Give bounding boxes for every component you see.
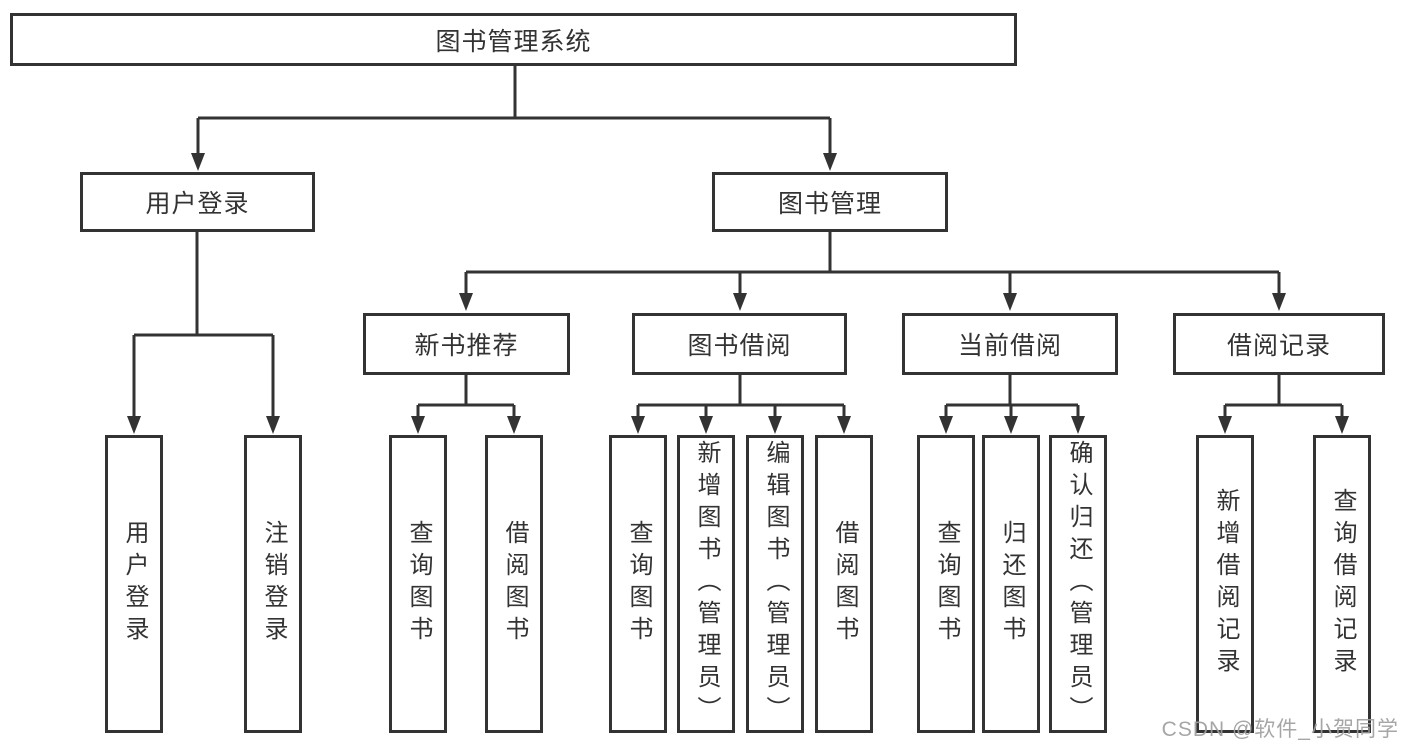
leaf-user-login-label: 用户登录: [121, 520, 148, 648]
leaf-add-books-admin: 新增图书（管理员）: [677, 435, 735, 733]
node-book-management: 图书管理: [712, 172, 948, 232]
leaf-query-books-3: 查询图书: [917, 435, 975, 733]
leaf-return-books-label: 归还图书: [998, 520, 1025, 648]
leaf-borrow-books-1-label: 借阅图书: [501, 520, 528, 648]
leaf-logout: 注销登录: [244, 435, 302, 733]
leaf-query-books-2: 查询图书: [609, 435, 667, 733]
leaf-query-borrow-record-label: 查询借阅记录: [1329, 488, 1356, 680]
leaf-borrow-books-1: 借阅图书: [485, 435, 543, 733]
leaf-add-borrow-record: 新增借阅记录: [1196, 435, 1254, 733]
leaf-logout-label: 注销登录: [260, 520, 287, 648]
node-current-borrowing: 当前借阅: [902, 313, 1118, 375]
leaf-edit-books-admin-label: 编辑图书（管理员）: [762, 440, 789, 728]
leaf-borrow-books-2: 借阅图书: [815, 435, 873, 733]
leaf-add-books-admin-label: 新增图书（管理员）: [693, 440, 720, 728]
node-new-book-recommend: 新书推荐: [363, 313, 570, 375]
leaf-return-books: 归还图书: [982, 435, 1040, 733]
leaf-query-borrow-record: 查询借阅记录: [1313, 435, 1371, 733]
leaf-query-books-2-label: 查询图书: [625, 520, 652, 648]
leaf-borrow-books-2-label: 借阅图书: [831, 520, 858, 648]
node-book-management-system: 图书管理系统: [10, 13, 1017, 66]
leaf-confirm-return-admin-label: 确认归还（管理员）: [1065, 440, 1092, 728]
leaf-edit-books-admin: 编辑图书（管理员）: [746, 435, 804, 733]
node-borrowing-records: 借阅记录: [1173, 313, 1385, 375]
leaf-add-borrow-record-label: 新增借阅记录: [1212, 488, 1239, 680]
node-user-login: 用户登录: [80, 172, 315, 232]
leaf-user-login: 用户登录: [105, 435, 163, 733]
node-book-borrowing: 图书借阅: [632, 313, 847, 375]
leaf-query-books-3-label: 查询图书: [933, 520, 960, 648]
arrowheads: [127, 153, 1349, 434]
leaf-confirm-return-admin: 确认归还（管理员）: [1049, 435, 1107, 733]
leaf-query-books-1: 查询图书: [389, 435, 447, 733]
leaf-query-books-1-label: 查询图书: [405, 520, 432, 648]
